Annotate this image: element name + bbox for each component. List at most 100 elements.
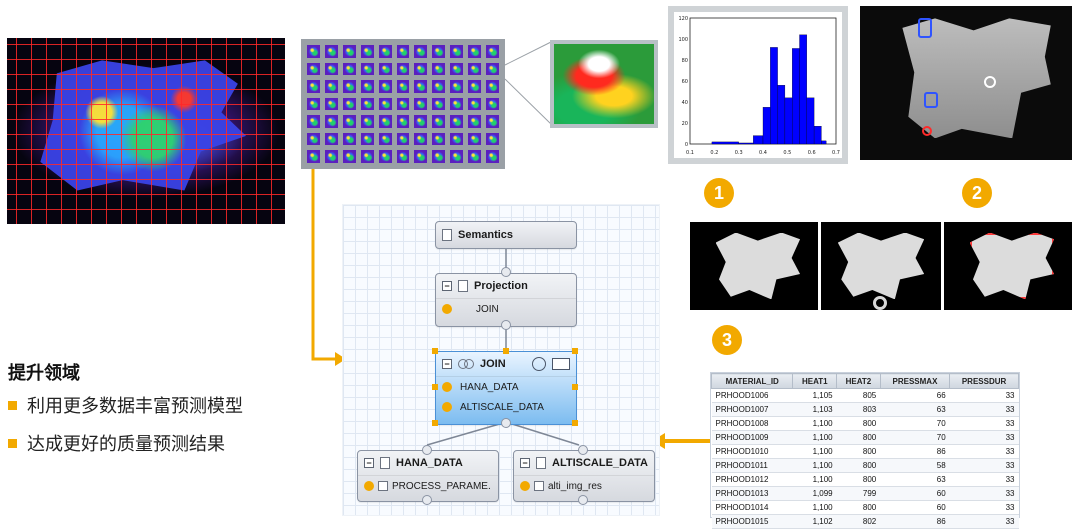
connector-handle[interactable]	[501, 320, 511, 330]
tile	[468, 62, 482, 76]
table-cell: 1,100	[792, 472, 837, 487]
projection-icon	[458, 280, 468, 292]
table-cell: 33	[949, 416, 1019, 431]
tile	[414, 115, 428, 128]
zoomed-thermal-tile	[550, 40, 658, 128]
node-row: HANA_DATA	[460, 381, 519, 393]
connector-handle[interactable]	[501, 418, 511, 428]
gray-part-image	[860, 6, 1072, 160]
join-icon	[458, 359, 474, 369]
selection-handle[interactable]	[432, 384, 438, 390]
histogram-bar	[792, 48, 800, 145]
semantics-node[interactable]: Semantics	[435, 221, 577, 249]
tile	[432, 132, 446, 146]
arrow-to-diagram	[311, 168, 335, 361]
tile	[324, 115, 338, 128]
table-cell: PRHOOD1007	[711, 402, 793, 417]
table-cell: 1,105	[792, 388, 837, 403]
histogram-bar	[813, 126, 822, 145]
selection-handle[interactable]	[572, 348, 578, 354]
tile	[360, 97, 374, 111]
tile	[342, 132, 356, 146]
histogram-bar	[784, 97, 793, 145]
table-cell: 63	[880, 402, 950, 417]
tile	[396, 115, 410, 128]
tile	[414, 97, 428, 111]
collapse-icon[interactable]: −	[442, 359, 452, 369]
connector-handle[interactable]	[578, 495, 588, 505]
histogram-bar	[762, 107, 771, 145]
collapse-icon[interactable]: −	[520, 458, 530, 468]
histogram-bar	[806, 97, 815, 145]
table-icon	[534, 481, 544, 491]
selection-handle[interactable]	[572, 420, 578, 426]
column-header[interactable]: HEAT1	[792, 373, 838, 389]
column-header[interactable]: HEAT2	[836, 373, 881, 389]
column-header[interactable]: MATERIAL_ID	[710, 373, 794, 389]
table-row: PRHOOD1013 1,099 799 60 33	[711, 486, 1019, 501]
column-header[interactable]: PRESSDUR	[949, 373, 1019, 389]
histogram-bar	[711, 141, 739, 145]
tile	[486, 115, 499, 128]
tile	[468, 115, 482, 128]
input-icon	[442, 402, 452, 412]
altiscale-data-node[interactable]: − ALTISCALE_DATA alti_img_res	[513, 450, 655, 502]
node-row: JOIN	[476, 303, 499, 315]
mask-thumbnail-1	[690, 222, 818, 310]
connector-handle[interactable]	[501, 267, 511, 277]
table-cell: 1,100	[792, 416, 837, 431]
table-cell: PRHOOD1009	[711, 430, 793, 445]
tile	[342, 97, 356, 111]
improvement-title: 提升领域	[8, 363, 80, 384]
table-cell: 800	[836, 500, 881, 515]
tile	[307, 45, 320, 58]
tile	[414, 62, 428, 76]
tile	[360, 45, 374, 58]
table-cell: 86	[880, 444, 950, 459]
join-icon	[456, 304, 472, 314]
table-cell: PRHOOD1011	[711, 458, 793, 473]
node-label: Semantics	[458, 229, 514, 241]
join-node[interactable]: − JOIN HANA_DATA ALTISCALE_DATA	[435, 351, 577, 425]
table-cell: 800	[836, 472, 881, 487]
x-tick-label: 0.1	[686, 150, 694, 156]
tile	[378, 132, 392, 146]
tile	[342, 45, 356, 58]
table-cell: 33	[949, 444, 1019, 459]
selection-handle[interactable]	[503, 348, 509, 354]
column-header[interactable]: PRESSMAX	[879, 373, 951, 389]
tile	[450, 80, 464, 93]
table-cell: 33	[949, 514, 1019, 529]
connector-handle[interactable]	[422, 495, 432, 505]
tile	[396, 45, 410, 58]
tile	[324, 62, 338, 76]
y-tick-label: 100	[678, 37, 688, 43]
tile	[324, 45, 338, 58]
properties-icon	[552, 358, 570, 370]
tile	[378, 62, 392, 76]
table-cell: PRHOOD1008	[711, 416, 793, 431]
node-row: ALTISCALE_DATA	[460, 401, 544, 413]
selection-handle[interactable]	[432, 348, 438, 354]
zoom-link	[504, 78, 554, 127]
projection-node[interactable]: − Projection JOIN	[435, 273, 577, 327]
table-cell: 1,100	[792, 500, 837, 515]
connector-handle[interactable]	[422, 445, 432, 455]
collapse-icon[interactable]: −	[364, 458, 374, 468]
histogram-bar	[753, 135, 764, 145]
bullet-text: 达成更好的质量预测结果	[27, 434, 225, 455]
histogram-bar	[770, 47, 778, 145]
calculation-view-diagram: Semantics − Projection JOIN − JOIN HAN	[342, 204, 660, 516]
selection-handle[interactable]	[432, 420, 438, 426]
node-row: PROCESS_PARAME.	[392, 480, 491, 492]
data-table-panel: MATERIAL_ID HEAT1 HEAT2 PRESSMAX PRESSDU…	[710, 372, 1020, 529]
table-cell: 33	[949, 458, 1019, 473]
tile	[378, 115, 392, 128]
connector-handle[interactable]	[578, 445, 588, 455]
projection-icon	[380, 457, 390, 469]
table-cell: PRHOOD1013	[711, 486, 793, 501]
tile	[324, 97, 338, 111]
collapse-icon[interactable]: −	[442, 281, 452, 291]
selection-handle[interactable]	[572, 384, 578, 390]
table-cell: 800	[836, 430, 881, 445]
